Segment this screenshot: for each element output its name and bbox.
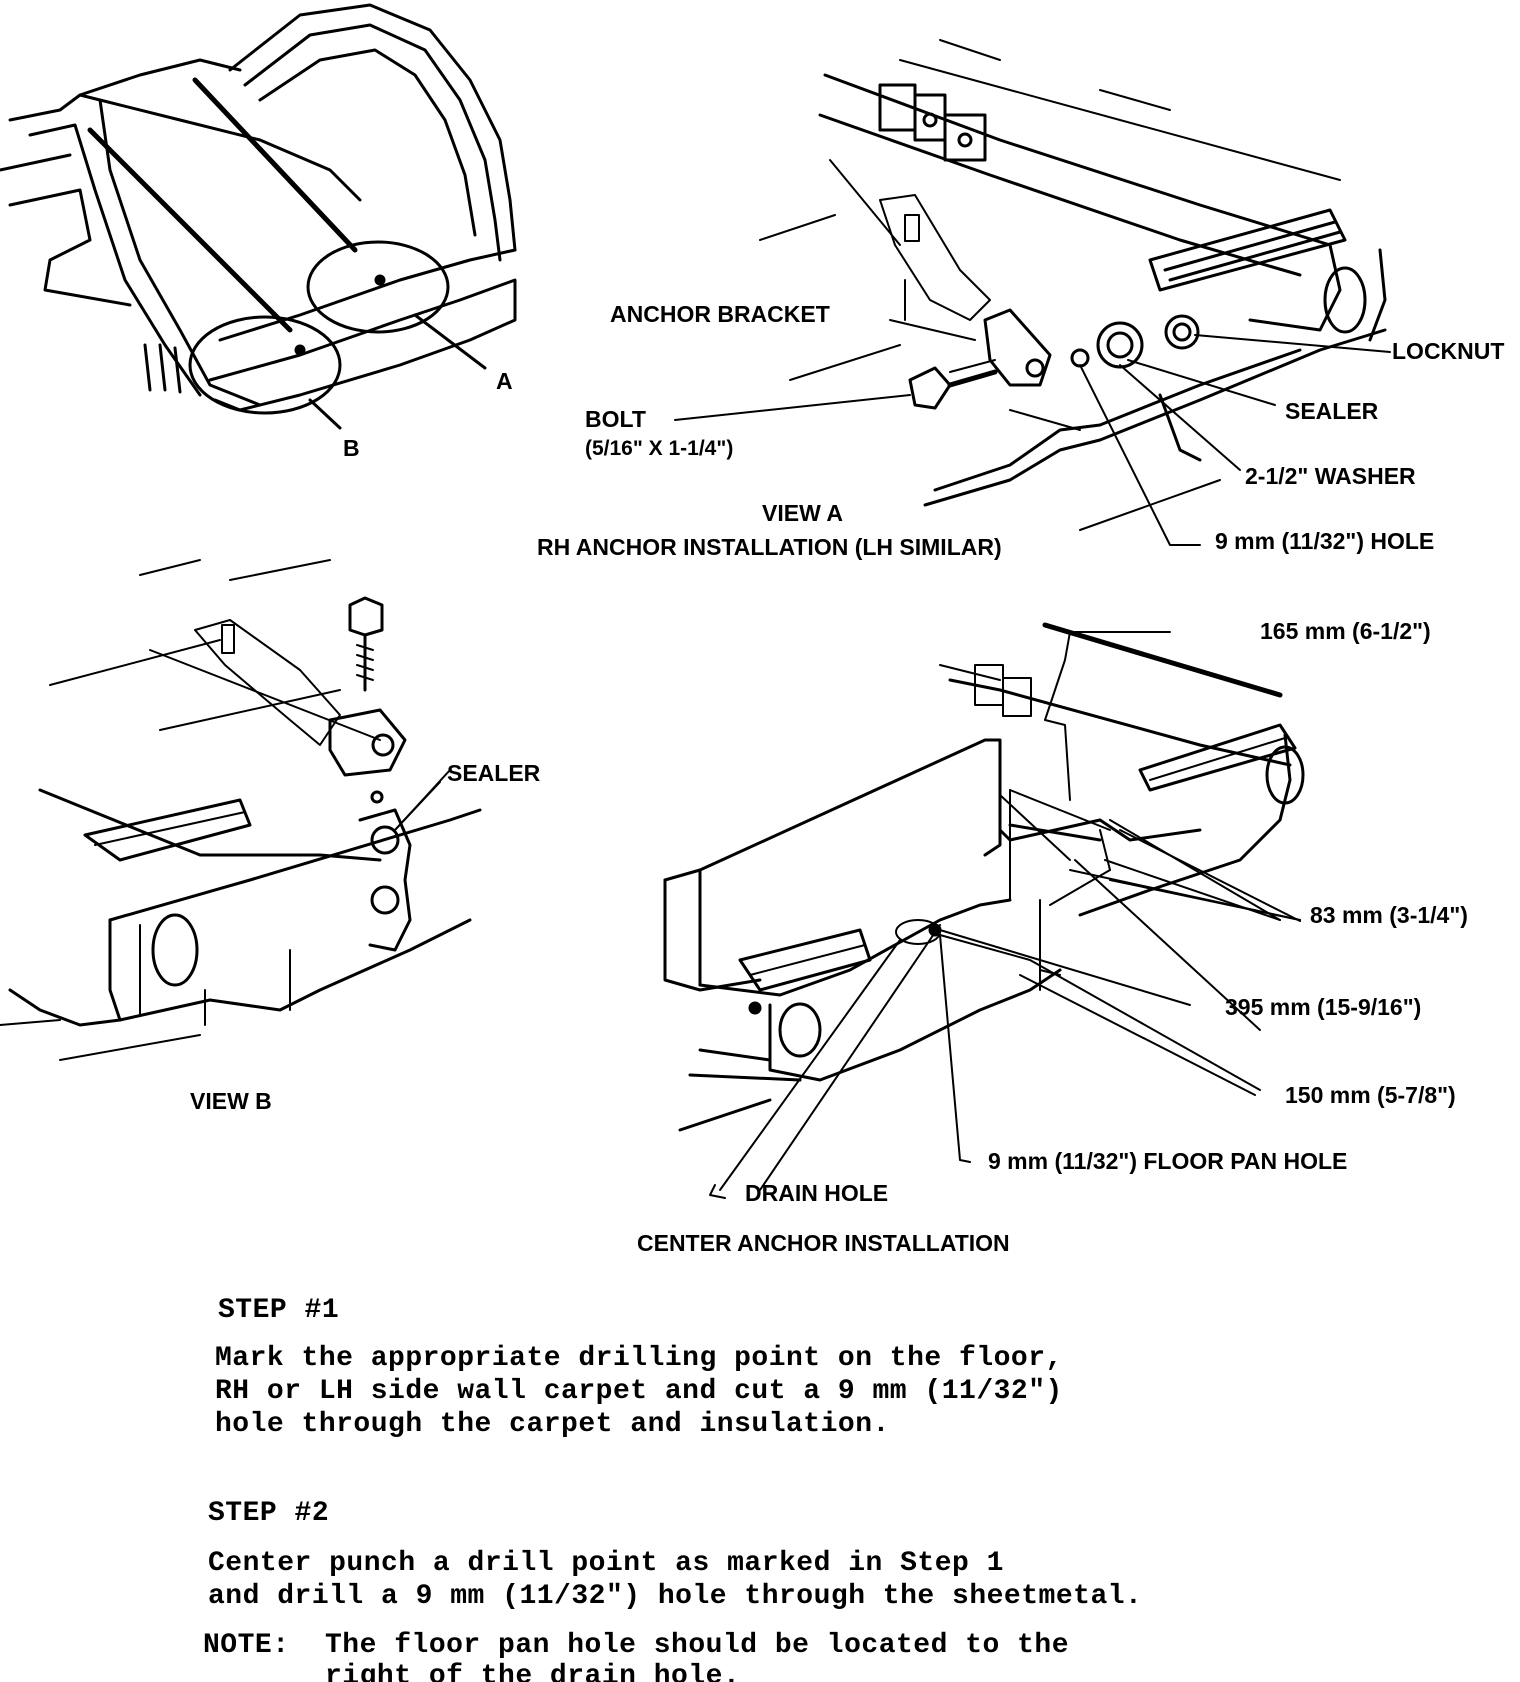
step1-line1: Mark the appropriate drilling point on t…	[215, 1343, 1063, 1374]
label-center-anchor-installation: CENTER ANCHOR INSTALLATION	[637, 1230, 1010, 1256]
view-a-drawing	[674, 39, 1391, 546]
note-line2: right of the drain hole.	[325, 1661, 741, 1682]
label-view-b: VIEW B	[190, 1088, 272, 1114]
label-dim-395: 395 mm (15-9/16")	[1225, 994, 1422, 1020]
step1-title: STEP #1	[218, 1295, 340, 1326]
view-b-drawing	[0, 559, 482, 1061]
step1-line3: hole through the carpet and insulation.	[215, 1409, 890, 1440]
label-dim-150: 150 mm (5-7/8")	[1285, 1082, 1456, 1108]
label-rh-anchor-installation: RH ANCHOR INSTALLATION (LH SIMILAR)	[537, 534, 1002, 560]
step2-line2: and drill a 9 mm (11/32") hole through t…	[208, 1581, 1143, 1612]
label-sealer-view-a: SEALER	[1285, 398, 1379, 424]
step1-line2: RH or LH side wall carpet and cut a 9 mm…	[215, 1376, 1063, 1407]
label-hole-view-a: 9 mm (11/32") HOLE	[1215, 528, 1435, 554]
label-view-a: VIEW A	[762, 500, 843, 526]
label-washer: 2-1/2" WASHER	[1245, 463, 1416, 489]
label-drain-hole: DRAIN HOLE	[745, 1180, 889, 1206]
label-sealer-view-b: SEALER	[447, 760, 541, 786]
label-bolt-size: (5/16" X 1-1/4")	[585, 437, 734, 460]
label-bolt: BOLT	[585, 406, 646, 432]
step2-title: STEP #2	[208, 1498, 330, 1529]
note-line1: The floor pan hole should be located to …	[325, 1630, 1070, 1661]
note-label: NOTE:	[203, 1630, 290, 1661]
label-dim-165: 165 mm (6-1/2")	[1260, 618, 1431, 644]
callout-b: B	[343, 435, 360, 461]
label-anchor-bracket: ANCHOR BRACKET	[610, 301, 830, 327]
step2-line1: Center punch a drill point as marked in …	[208, 1548, 1004, 1579]
label-locknut: LOCKNUT	[1392, 338, 1505, 364]
center-anchor-drawing	[663, 622, 1305, 1199]
label-dim-83: 83 mm (3-1/4")	[1310, 902, 1468, 928]
label-floor-pan-hole: 9 mm (11/32") FLOOR PAN HOLE	[988, 1148, 1348, 1174]
callout-a: A	[496, 368, 513, 394]
overview-drawing	[0, 3, 517, 430]
